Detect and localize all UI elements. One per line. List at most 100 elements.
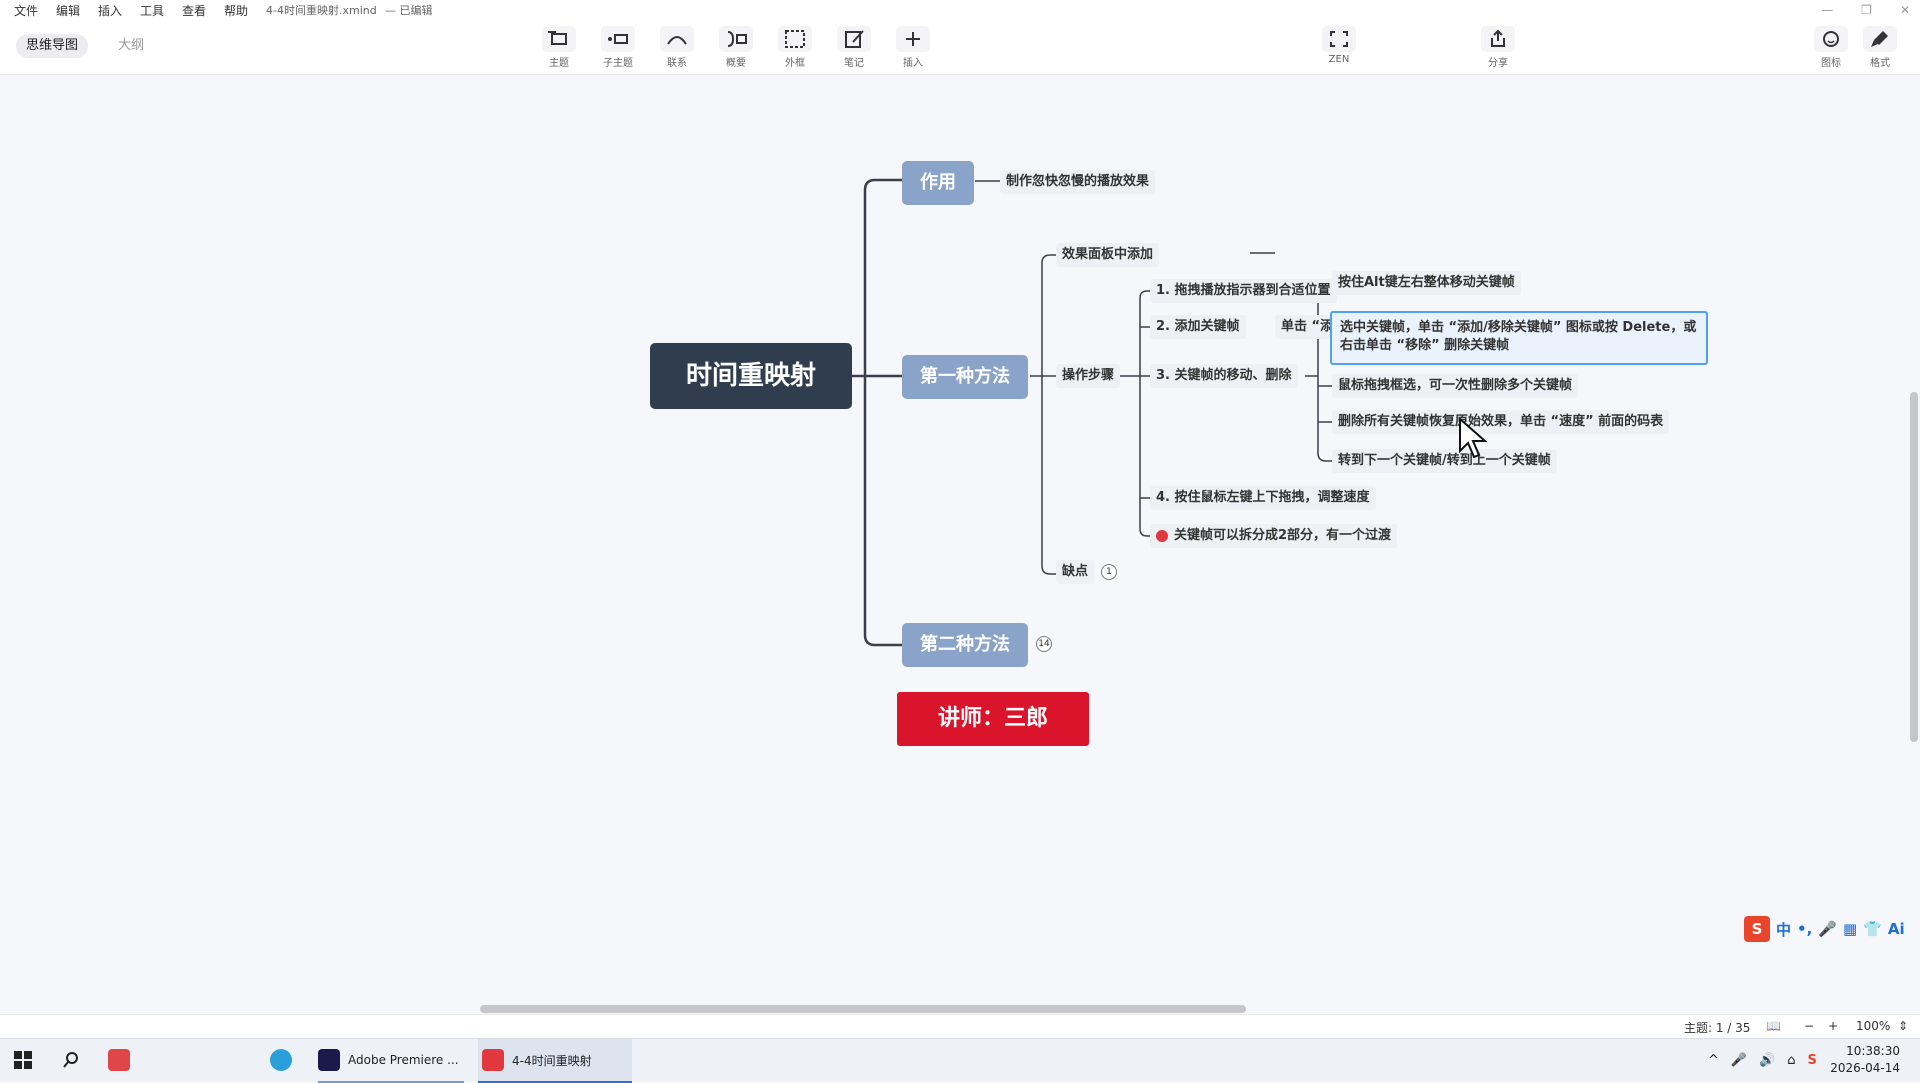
branch-method-1[interactable]: 第一种方法 — [902, 355, 1028, 399]
collapsed-count-drawback[interactable]: 1 — [1101, 564, 1117, 580]
restore-icon[interactable]: ❐ — [1861, 3, 1872, 17]
fullscreen-icon — [1322, 26, 1356, 52]
zoom-out-button[interactable]: − — [1804, 1019, 1815, 1033]
boundary-icon — [778, 26, 812, 52]
windows-taskbar: Adobe Premiere ... 4-4时间重映射 ^ 🎤 🔊 ⌂ S 10… — [0, 1038, 1920, 1083]
topic-drawback[interactable]: 缺点 — [1056, 560, 1095, 584]
share-button[interactable]: 分享 — [1475, 24, 1521, 70]
close-icon[interactable]: ✕ — [1899, 3, 1910, 17]
ime-toolbar[interactable]: S 中 •, 🎤 ▦ 👕 Ai — [1744, 916, 1905, 942]
subtopic-icon — [601, 26, 635, 52]
topic-count: 主题: 1 / 35 — [1684, 1021, 1751, 1035]
tray-chevron-icon[interactable]: ^ — [1708, 1052, 1719, 1068]
app-icon — [108, 1049, 130, 1071]
topic-button[interactable]: 主题 — [536, 24, 582, 70]
book-icon[interactable]: 📖 — [1766, 1019, 1781, 1033]
step-2[interactable]: 2. 添加关键帧 — [1150, 315, 1246, 339]
sogou-logo-icon: S — [1744, 916, 1770, 942]
teacher-badge[interactable]: 讲师：三郎 — [897, 692, 1089, 746]
taskbar-xmind[interactable]: 4-4时间重映射 — [478, 1039, 632, 1083]
zoom-level[interactable]: 100% — [1856, 1019, 1891, 1033]
menu-bar: 文件 编辑 插入 工具 查看 帮助 4-4时间重映射.xmind — 已编辑 —… — [0, 0, 1920, 20]
clock[interactable]: 10:38:30 2026-04-14 — [1830, 1044, 1900, 1075]
menu-edit[interactable]: 编辑 — [56, 4, 81, 18]
topic-icon — [542, 26, 576, 52]
search-button[interactable] — [62, 1039, 80, 1081]
plus-icon — [896, 26, 930, 52]
skin-icon[interactable]: 👕 — [1863, 920, 1882, 938]
root-topic[interactable]: 时间重映射 — [650, 343, 852, 409]
icon-panel-button[interactable]: 图标 — [1808, 24, 1854, 70]
taskbar-app-red[interactable] — [108, 1039, 138, 1081]
step-3-item-1[interactable]: 按住Alt键左右整体移动关键帧 — [1332, 271, 1521, 295]
step-5-note[interactable]: 关键帧可以拆分成2部分，有一个过渡 — [1150, 524, 1398, 548]
minimize-icon[interactable]: — — [1821, 3, 1834, 17]
step-3-item-3[interactable]: 鼠标拖拽框选，可一次性删除多个关键帧 — [1332, 374, 1579, 398]
note-icon — [837, 26, 871, 52]
branch-usage[interactable]: 作用 — [902, 161, 974, 205]
menu-file[interactable]: 文件 — [14, 4, 39, 18]
tab-mindmap[interactable]: 思维导图 — [16, 34, 89, 58]
ime-ai[interactable]: Ai — [1887, 920, 1905, 938]
step-3-item-2-selected[interactable]: 选中关键帧，单击 “添加/移除关键帧” 图标或按 Delete，或右击单击 “移… — [1330, 311, 1708, 365]
step-3[interactable]: 3. 关键帧的移动、删除 — [1150, 364, 1298, 388]
windows-logo-icon — [14, 1051, 32, 1069]
subtopic-button[interactable]: 子主题 — [595, 24, 641, 70]
xmind-icon — [482, 1049, 504, 1071]
zoom-stepper-icon[interactable]: ⇕ — [1898, 1019, 1909, 1033]
brush-icon — [1863, 26, 1897, 52]
premiere-icon — [318, 1049, 340, 1071]
format-panel-button[interactable]: 格式 — [1857, 24, 1903, 70]
ime-punct-icon[interactable]: •, — [1797, 920, 1813, 938]
tray-sogou-icon[interactable]: S — [1807, 1052, 1817, 1068]
menu-help[interactable]: 帮助 — [224, 4, 249, 18]
smiley-icon — [1814, 26, 1848, 52]
search-icon — [63, 1052, 78, 1068]
volume-icon[interactable]: 🔊 — [1759, 1052, 1776, 1068]
vertical-scrollbar[interactable] — [1910, 392, 1918, 742]
system-tray[interactable]: ^ 🎤 🔊 ⌂ S — [1708, 1039, 1817, 1081]
mouse-cursor-icon — [1459, 417, 1488, 459]
taskbar-premiere[interactable]: Adobe Premiere ... — [318, 1039, 464, 1083]
share-icon — [1481, 26, 1515, 52]
start-button[interactable] — [14, 1039, 32, 1081]
summary-button[interactable]: 概要 — [713, 24, 759, 70]
insert-button[interactable]: 插入 — [890, 24, 936, 70]
network-icon[interactable]: ⌂ — [1787, 1052, 1796, 1068]
keyboard-icon[interactable]: ▦ — [1843, 920, 1858, 938]
mindmap-connectors — [852, 178, 1332, 647]
document-title: 4-4时间重映射.xmind — [266, 4, 377, 17]
mic-icon[interactable]: 🎤 — [1818, 920, 1837, 938]
step-4[interactable]: 4. 按住鼠标左键上下拖拽，调整速度 — [1150, 486, 1376, 510]
collapsed-count-method-2[interactable]: 14 — [1036, 636, 1052, 652]
toolbar: 思维导图 大纲 主题 子主题 联系 概要 外框 笔记 插入 ZEN 分享 图标 — [0, 20, 1920, 75]
relation-button[interactable]: 联系 — [654, 24, 700, 70]
document-status: — 已编辑 — [385, 4, 433, 17]
status-bar: 主题: 1 / 35 📖 − + 100% ⇕ — [0, 1014, 1920, 1039]
mindmap-canvas[interactable]: 时间重映射 作用 制作忽快忽慢的播放效果 第一种方法 效果面板中添加 操作步骤 … — [0, 75, 1900, 1005]
horizontal-scrollbar[interactable] — [0, 1002, 1920, 1014]
topic-steps[interactable]: 操作步骤 — [1056, 364, 1121, 388]
zoom-in-button[interactable]: + — [1828, 1019, 1839, 1033]
step-1[interactable]: 1. 拖拽播放指示器到合适位置 — [1150, 279, 1337, 303]
relation-icon — [660, 26, 694, 52]
zen-button[interactable]: ZEN — [1316, 24, 1362, 70]
menu-insert[interactable]: 插入 — [98, 4, 123, 18]
ime-mode[interactable]: 中 — [1776, 920, 1792, 939]
step-3-item-5[interactable]: 转到下一个关键帧/转到上一个关键帧 — [1332, 449, 1557, 473]
menu-tools[interactable]: 工具 — [140, 4, 165, 18]
flag-icon — [1156, 529, 1168, 542]
branch-method-2[interactable]: 第二种方法 — [902, 623, 1028, 667]
tray-mic-icon[interactable]: 🎤 — [1730, 1052, 1748, 1068]
usage-description[interactable]: 制作忽快忽慢的播放效果 — [1000, 170, 1156, 194]
topic-effect-panel[interactable]: 效果面板中添加 — [1056, 243, 1160, 267]
edge-icon — [270, 1049, 292, 1071]
tab-outline[interactable]: 大纲 — [118, 38, 145, 53]
summary-icon — [719, 26, 753, 52]
boundary-button[interactable]: 外框 — [772, 24, 818, 70]
step-3-item-4[interactable]: 删除所有关键帧恢复原始效果，单击 “速度” 前面的码表 — [1332, 410, 1670, 434]
menu-view[interactable]: 查看 — [182, 4, 207, 18]
note-button[interactable]: 笔记 — [831, 24, 877, 70]
taskbar-edge[interactable] — [270, 1039, 300, 1081]
horizontal-scroll-thumb[interactable] — [480, 1005, 1246, 1013]
